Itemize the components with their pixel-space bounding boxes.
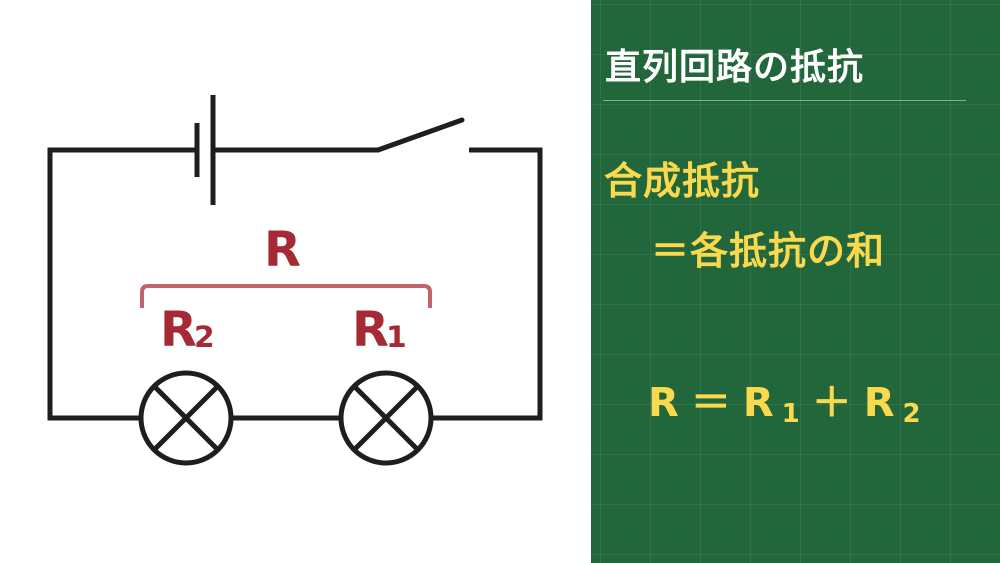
r2-subscript: 2 <box>193 320 215 356</box>
rule-text-line2: ＝各抵抗の和 <box>651 229 886 273</box>
lamp-r1-icon <box>338 370 434 466</box>
formula-term2: R <box>863 380 895 426</box>
formula-term1: R <box>742 380 774 426</box>
label-r2: R2 <box>160 306 215 356</box>
r2-main-text: R <box>160 302 197 358</box>
formula: R ＝ R 1 ＋ R 2 <box>648 370 921 429</box>
formula-lhs: R <box>648 380 679 426</box>
bracket-icon <box>140 284 432 308</box>
r1-main-text: R <box>352 302 389 358</box>
label-r1: R1 <box>352 306 407 356</box>
formula-equals: ＝ <box>690 380 731 426</box>
battery-icon <box>194 95 216 205</box>
series-circuit-diagram <box>47 95 543 466</box>
r1-subscript: 1 <box>385 320 407 356</box>
formula-term2-subscript: 2 <box>902 399 921 429</box>
wire-right <box>432 147 543 421</box>
rule-text-line1: 合成抵抗 <box>604 159 761 203</box>
switch-open-icon <box>375 117 465 153</box>
formula-plus: ＋ <box>811 380 852 426</box>
explanation-panel: 直列回路の抵抗 合成抵抗 ＝各抵抗の和 R ＝ R 1 ＋ R 2 <box>591 0 1000 563</box>
panel-title: 直列回路の抵抗 <box>605 47 865 88</box>
title-divider <box>603 100 966 101</box>
circuit-diagram-panel: R R2 R1 <box>47 95 543 466</box>
total-r-text: R <box>264 222 301 278</box>
formula-term1-subscript: 1 <box>781 399 800 429</box>
wire-left <box>47 147 197 421</box>
lamp-r2-icon <box>138 370 234 466</box>
label-total-resistance: R <box>264 226 301 274</box>
